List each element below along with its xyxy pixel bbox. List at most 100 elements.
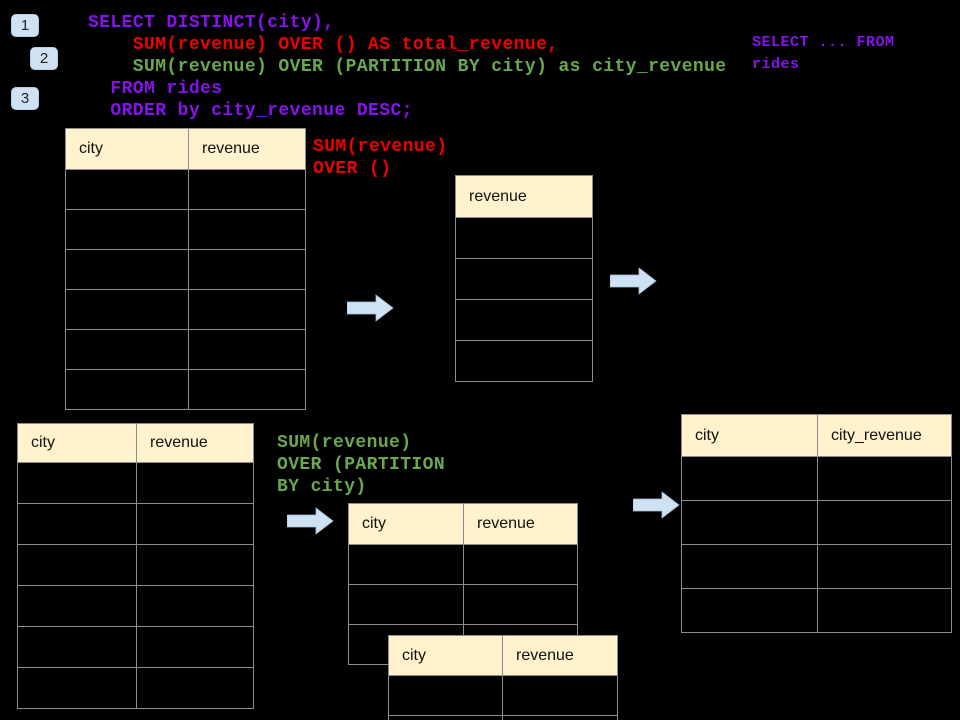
- table-row: [65, 369, 306, 410]
- table-cell: [188, 369, 306, 410]
- table-row: [348, 584, 578, 625]
- step-badge-2: 2: [30, 47, 58, 70]
- table-cell: [455, 299, 593, 341]
- table-header-row: city revenue: [17, 423, 254, 463]
- table-cell: [348, 584, 464, 625]
- arrow-right-icon: [347, 294, 394, 322]
- table-cell: [681, 500, 818, 545]
- table-row: [17, 585, 254, 627]
- table-city-revenue-result: city city_revenue: [681, 414, 952, 633]
- table-row: [65, 289, 306, 330]
- table-cell: [188, 289, 306, 330]
- table-cell: [388, 675, 503, 716]
- table-partition-1: city revenue: [348, 503, 578, 665]
- column-header-city: city: [681, 414, 818, 457]
- table-row: [681, 544, 952, 589]
- table-cell: [188, 209, 306, 250]
- table-cell: [463, 544, 578, 585]
- table-rides-source-2: city revenue: [17, 423, 254, 709]
- column-header-city: city: [17, 423, 137, 463]
- table-row: [65, 249, 306, 290]
- table-cell: [388, 715, 503, 720]
- table-cell: [17, 462, 137, 504]
- table-cell: [681, 588, 818, 633]
- column-header-city-revenue: city_revenue: [817, 414, 952, 457]
- table-cell: [502, 715, 618, 720]
- table-row: [65, 169, 306, 210]
- table-row: [455, 340, 593, 382]
- table-cell: [817, 588, 952, 633]
- table-cell: [65, 369, 189, 410]
- sql-line-city-revenue: SUM(revenue) OVER (PARTITION BY city) as…: [88, 57, 727, 77]
- column-header-city: city: [65, 128, 189, 170]
- table-cell: [502, 675, 618, 716]
- table-header-row: city revenue: [388, 635, 618, 676]
- table-cell: [681, 544, 818, 589]
- sql-line-order-by: ORDER by city_revenue DESC;: [88, 101, 413, 121]
- table-cell: [136, 544, 254, 586]
- column-header-revenue: revenue: [463, 503, 578, 545]
- table-cell: [65, 289, 189, 330]
- table-header-row: city city_revenue: [681, 414, 952, 457]
- table-revenue-window: revenue: [455, 175, 593, 382]
- table-cell: [348, 544, 464, 585]
- table-row: [17, 667, 254, 709]
- table-cell: [65, 209, 189, 250]
- column-header-revenue: revenue: [188, 128, 306, 170]
- table-row: [681, 588, 952, 633]
- table-cell: [17, 585, 137, 627]
- table-cell: [17, 667, 137, 709]
- arrow-right-icon: [633, 491, 680, 519]
- table-row: [348, 544, 578, 585]
- sql-snippet-from-rides: SELECT ... FROM rides: [752, 34, 895, 73]
- table-rides-source: city revenue: [65, 128, 306, 410]
- table-cell: [17, 503, 137, 545]
- table-row: [17, 503, 254, 545]
- table-header-row: city revenue: [348, 503, 578, 545]
- table-cell: [817, 544, 952, 589]
- table-header-row: city revenue: [65, 128, 306, 170]
- table-cell: [136, 626, 254, 668]
- annotation-sum-partition-by-city: SUM(revenue) OVER (PARTITION BY city): [277, 433, 446, 497]
- table-row: [681, 456, 952, 501]
- table-cell: [455, 217, 593, 259]
- table-row: [455, 299, 593, 341]
- table-row: [65, 209, 306, 250]
- column-header-revenue: revenue: [136, 423, 254, 463]
- arrow-right-icon: [610, 267, 657, 295]
- table-cell: [136, 462, 254, 504]
- table-row: [388, 675, 618, 716]
- table-row: [388, 715, 618, 720]
- sql-line-select: SELECT DISTINCT(city),: [88, 13, 335, 33]
- table-cell: [817, 456, 952, 501]
- arrow-right-icon: [287, 507, 334, 535]
- table-row: [455, 258, 593, 300]
- table-cell: [17, 544, 137, 586]
- table-row: [17, 626, 254, 668]
- sql-query-code: SELECT DISTINCT(city), SUM(revenue) OVER…: [88, 12, 727, 122]
- table-cell: [136, 503, 254, 545]
- table-row: [65, 329, 306, 370]
- table-cell: [65, 169, 189, 210]
- table-cell: [188, 249, 306, 290]
- table-cell: [65, 329, 189, 370]
- table-cell: [188, 169, 306, 210]
- annotation-sum-over-all: SUM(revenue) OVER (): [313, 137, 448, 179]
- step-badge-3: 3: [11, 87, 39, 110]
- table-row: [455, 217, 593, 259]
- step-badge-1: 1: [11, 14, 39, 37]
- table-cell: [65, 249, 189, 290]
- table-row: [681, 500, 952, 545]
- table-cell: [136, 585, 254, 627]
- table-cell: [136, 667, 254, 709]
- table-cell: [817, 500, 952, 545]
- table-partition-2: city revenue: [388, 635, 618, 720]
- table-cell: [455, 258, 593, 300]
- table-header-row: revenue: [455, 175, 593, 218]
- sql-line-total-revenue: SUM(revenue) OVER () AS total_revenue,: [88, 35, 559, 55]
- table-cell: [17, 626, 137, 668]
- table-cell: [463, 584, 578, 625]
- table-cell: [188, 329, 306, 370]
- table-row: [17, 544, 254, 586]
